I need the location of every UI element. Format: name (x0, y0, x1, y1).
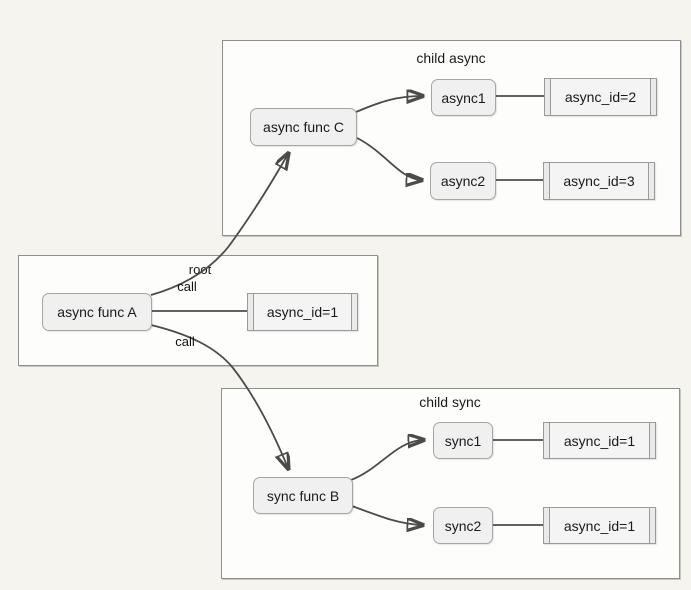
record-sync2-async-id-value: async_id=1 (549, 508, 650, 543)
node-async1: async1 (431, 79, 496, 116)
record-root-async-id-value: async_id=1 (253, 294, 352, 330)
node-async-func-a: async func A (42, 293, 152, 331)
node-async2: async2 (430, 162, 496, 200)
record-async2-async-id: async_id=3 (543, 162, 655, 200)
edge-label-call-to-b: call (175, 334, 195, 349)
cluster-child-sync-title: child sync (419, 394, 481, 410)
cluster-root-title: root (188, 262, 212, 277)
record-sync1-async-id-value: async_id=1 (549, 423, 650, 458)
record-sync2-async-id: async_id=1 (543, 507, 656, 544)
record-sync1-async-id: async_id=1 (543, 422, 656, 459)
record-async2-async-id-value: async_id=3 (549, 163, 649, 199)
node-sync1: sync1 (433, 422, 493, 459)
node-sync-func-b: sync func B (253, 477, 353, 514)
record-async1-async-id-value: async_id=2 (550, 79, 651, 115)
edge-label-call-to-c: call (177, 279, 197, 294)
record-root-async-id: async_id=1 (247, 293, 358, 331)
record-async1-async-id: async_id=2 (544, 78, 657, 116)
node-async-func-c: async func C (250, 108, 357, 146)
node-sync2: sync2 (433, 507, 493, 544)
cluster-child-async-title: child async (416, 50, 486, 66)
